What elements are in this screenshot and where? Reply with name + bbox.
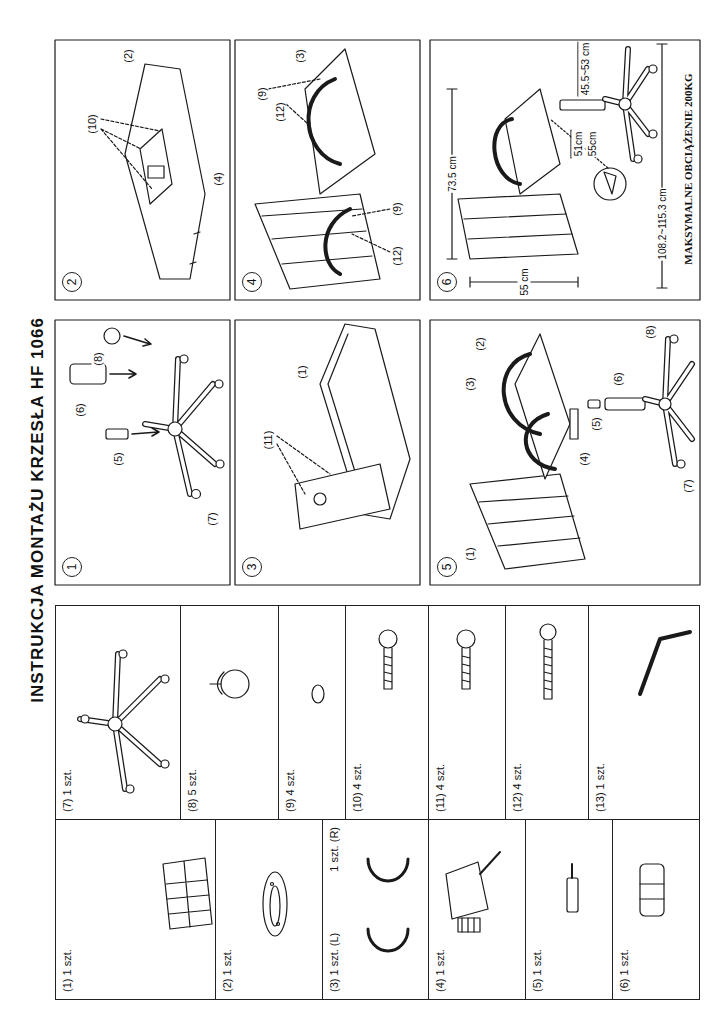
callout-number: (5) [590,416,603,431]
dimension-label: 108.2~115.3 cm [656,187,669,260]
callout-number: (2) [122,48,135,63]
step-number: 5 [437,557,457,577]
step-number: 1 [62,557,82,577]
part-cell: (5) 1 szt. [525,819,613,1000]
callout-number: (9) [256,86,269,101]
callout-number: (8) [644,324,657,339]
callout-number: (12) [274,101,287,123]
step-digit: 2 [66,279,78,286]
part-count: (13) 1 szt. [594,763,606,812]
callout-number: (4) [578,451,591,466]
callout-number: (6) [74,402,87,417]
part-cell: (9) 4 szt. [278,605,346,820]
step-number: 6 [437,272,457,292]
step-number: 4 [242,272,262,292]
part-count: 1 szt. (R) [328,827,340,872]
step-digit: 1 [66,564,78,571]
step-digit: 6 [441,279,453,286]
part-count: (9) 4 szt. [284,769,296,812]
callout-number: (9) [391,201,404,216]
callout-number: (11) [262,430,275,451]
callout-number: (8) [92,351,105,366]
dimension-label: 55cm [586,131,599,157]
part-count: (6) 1 szt. [618,949,630,992]
part-cell: (12) 4 szt. [505,605,589,820]
dimension-label: 55 cm [518,267,531,296]
part-count: (2) 1 szt. [221,949,233,992]
part-cell: (8) 5 szt. [180,605,279,820]
step-digit: 5 [441,564,453,571]
part-cell: (6) 1 szt. [612,819,700,1000]
part-cell: (11) 4 szt. [428,605,506,820]
step-number: 3 [242,557,262,577]
part-count: (11) 4 szt. [434,764,446,812]
part-cell: (1) 1 szt. [55,819,216,1000]
part-count: (12) 4 szt. [511,763,523,812]
part-count: (5) 1 szt. [531,949,543,992]
part-count: (8) 5 szt. [186,769,198,812]
callout-number: (12) [391,245,404,267]
part-cell: (10) 4 szt. [345,605,429,820]
load-note: MAKSYMALNE OBCIĄŻENIE 200KG [682,72,695,265]
part-count: (3) 1 szt. (L) [328,933,340,992]
callout-number: (3) [294,48,307,63]
dimension-label: 73.5 cm [446,155,459,193]
step-number: 2 [62,272,82,292]
callout-number: (5) [112,451,125,466]
part-count: (10) 4 szt. [351,763,363,812]
callout-number: (7) [206,511,219,526]
part-cell: (3) 1 szt. (L) 1 szt. (R) [322,819,429,1000]
callout-number: (3) [464,376,477,391]
part-cell: (2) 1 szt. [215,819,323,1000]
callout-number: (4) [212,171,225,186]
callout-number: (7) [682,478,695,493]
part-count: (1) 1 szt. [61,949,73,992]
part-cell: (7) 1 szt. [55,605,181,820]
part-count: (4) 1 szt. [434,949,446,992]
callout-number: (1) [464,546,477,561]
step-digit: 4 [246,279,258,286]
part-count: (7) 1 szt. [61,769,73,812]
callout-number: (1) [296,364,309,379]
step-digit: 3 [246,564,258,571]
dimension-label: 45.5~53 cm [579,42,592,97]
part-cell: (4) 1 szt. [428,819,526,1000]
callout-number: (2) [474,336,487,351]
page-title: INSTRUKCJA MONTAŻU KRZESŁA HF 1066 [28,317,48,703]
callout-number: (10) [86,113,99,135]
part-cell: (13) 1 szt. [588,605,700,820]
callout-number: (6) [612,371,625,386]
dimension-label: 51cm [572,131,585,157]
